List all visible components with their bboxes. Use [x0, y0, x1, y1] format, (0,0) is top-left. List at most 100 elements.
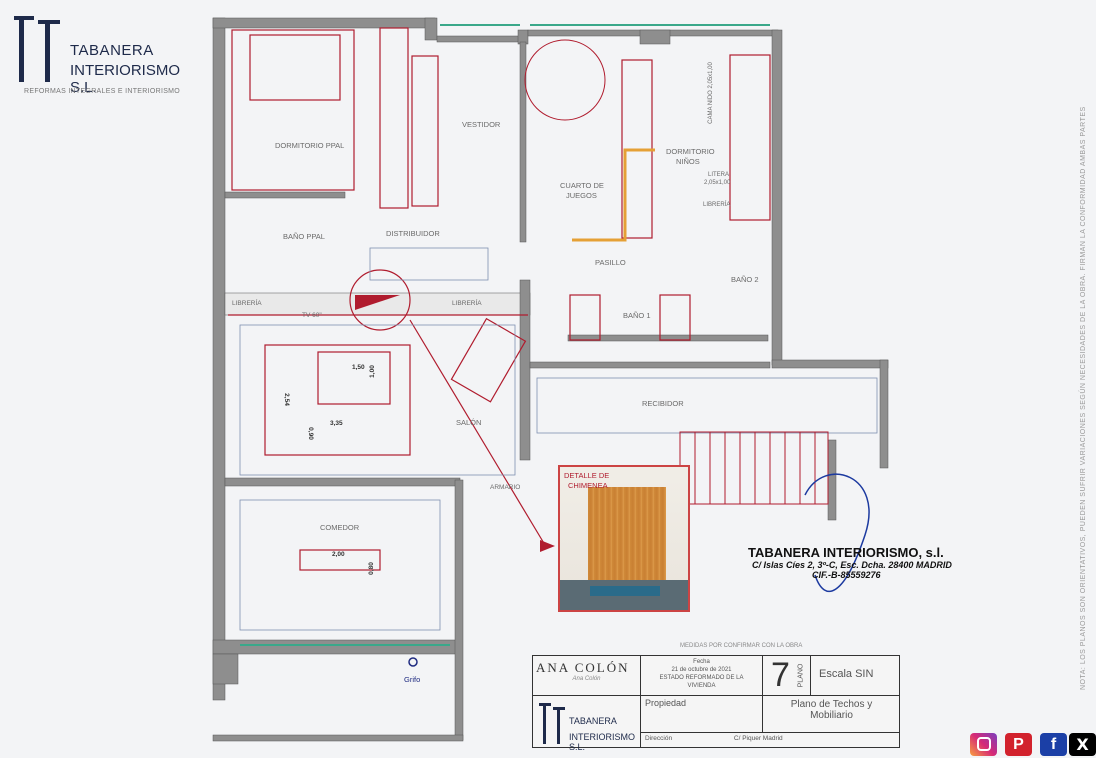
wall — [436, 35, 523, 43]
facebook-icon[interactable]: f — [1040, 733, 1067, 756]
plan-title-line2: Mobiliario — [810, 710, 853, 721]
stamp-address: C/ Islas Cíes 2, 3º-C, Esc. Dcha. 28400 … — [752, 560, 952, 570]
wood-panel — [588, 487, 666, 597]
wall — [454, 479, 464, 741]
title-block: ANA COLÓN Ana Colón Fecha 21 de octubre … — [532, 655, 900, 752]
dim-sofa-width: 3,35 — [330, 420, 343, 427]
libreria-right-label: LIBRERÍA — [452, 300, 482, 307]
propiedad-label: Propiedad — [641, 696, 763, 733]
dim-sofa-depth: 0,90 — [306, 427, 314, 440]
room-cuarto-juegos-2: JUEGOS — [566, 191, 597, 200]
wall — [519, 279, 531, 461]
company-logo: TABANERA INTERIORISMO S.L. REFORMAS INTE… — [8, 6, 188, 96]
room-bano-1: BAÑO 1 — [623, 311, 651, 320]
instagram-icon[interactable] — [970, 733, 997, 756]
wardrobe — [379, 27, 409, 209]
detalle-label-2: CHIMENEA — [568, 481, 608, 490]
grifo-label: Grifo — [404, 675, 421, 684]
wall — [212, 734, 464, 742]
title-block-logo-2: INTERIORISMO S.L. — [569, 732, 636, 752]
dim-table-width: 1,50 — [352, 364, 365, 371]
wall — [224, 191, 346, 199]
dim-table-height: 1,00 — [368, 365, 376, 378]
wall — [519, 41, 527, 243]
wall — [879, 359, 889, 469]
logo-line1: TABANERA — [70, 42, 154, 59]
wall — [771, 359, 889, 369]
litera-label: LITERA — [708, 172, 730, 178]
tv-label: TV 60" — [302, 312, 322, 319]
room-bano-2: BAÑO 2 — [731, 275, 759, 284]
direccion-label: Dirección — [645, 735, 673, 742]
plano-number: 7 — [771, 656, 790, 694]
client-name: ANA COLÓN — [536, 660, 630, 675]
wardrobe — [411, 55, 439, 207]
room-dormitorio-ppal: DORMITORIO PPAL — [275, 141, 345, 150]
arrow-head — [540, 540, 555, 552]
company-stamp: TABANERA INTERIORISMO, s.l. C/ Islas Cíe… — [748, 545, 952, 580]
client-signature: Ana Colón — [572, 676, 601, 682]
direccion-value: C/ Piquer Madrid — [733, 735, 783, 742]
measure-note: MEDIDAS POR CONFIRMAR CON LA OBRA — [680, 643, 803, 649]
room-cuarto-juegos: CUARTO DE — [560, 181, 604, 190]
wall — [212, 653, 239, 685]
signature — [804, 473, 870, 593]
room-distribuidor: DISTRIBUIDOR — [386, 229, 440, 238]
bedroom-furniture — [231, 29, 355, 191]
room-pasillo: PASILLO — [595, 258, 626, 267]
coffee-table — [317, 351, 391, 405]
detalle-label: DETALLE DE — [564, 471, 610, 480]
wall — [639, 29, 671, 45]
room-dormitorio-ninos: DORMITORIO — [666, 147, 715, 156]
cama-nido-label: CAMA NIDO 2,05x1,00 — [707, 62, 714, 124]
staircase — [679, 431, 829, 505]
tap-icon — [408, 657, 418, 667]
wall — [212, 17, 436, 29]
stamp-cif: CIF.-B-85559276 — [812, 570, 881, 580]
side-note: NOTA: LOS PLANOS SON ORIENTATIVOS, PUEDE… — [1080, 106, 1087, 690]
wall — [424, 17, 438, 41]
dim-dining-width: 2,00 — [332, 551, 345, 558]
sofa — [264, 344, 411, 456]
room-recibidor: RECIBIDOR — [642, 399, 684, 408]
x-icon[interactable]: X — [1069, 733, 1096, 756]
room-comedor: COMEDOR — [320, 523, 360, 532]
pinterest-icon[interactable]: P — [1005, 733, 1032, 756]
fireplace — [355, 295, 400, 310]
detail-arrow — [409, 319, 546, 546]
orange-wall — [572, 148, 655, 242]
libreria-ninos-label: LIBRERÍA — [703, 202, 731, 208]
room-vestidor: VESTIDOR — [462, 120, 501, 129]
libreria-left-label: LIBRERÍA — [232, 300, 262, 307]
dim-dining-height: 0,80 — [367, 562, 375, 575]
logo-tagline: REFORMAS INTEGRALES E INTERIORISMO — [24, 88, 181, 95]
plano-label: PLANO — [797, 663, 805, 688]
dim-sofa-length: 2,54 — [282, 393, 290, 406]
room-bano-ppal: BAÑO PPAL — [283, 232, 325, 241]
armchair — [450, 317, 527, 403]
fecha-label: Fecha — [693, 659, 710, 665]
litera-size: 2,05x1,00 — [704, 180, 731, 186]
dining-table — [299, 549, 381, 571]
title-block-logo-mark — [539, 703, 565, 744]
detail-highlight-circle — [349, 269, 411, 331]
room-dormitorio-ninos-2: NIÑOS — [676, 157, 700, 166]
estado-line2: VIVIENDA — [687, 683, 716, 689]
room-salon: SALÓN — [456, 418, 482, 427]
escala: Escala SIN — [811, 656, 900, 696]
wall — [529, 361, 771, 369]
title-block-logo-1: TABANERA — [569, 716, 617, 726]
wall — [224, 477, 461, 487]
stamp-name: TABANERA INTERIORISMO, s.l. — [748, 545, 944, 560]
wall — [771, 29, 783, 366]
armario-label: ARMARIO — [490, 484, 521, 491]
fecha-value: 21 de octubre de 2021 — [671, 667, 732, 673]
logo-mark — [14, 16, 60, 82]
wall — [567, 334, 769, 342]
bunk-bed — [729, 54, 771, 221]
wall — [212, 17, 226, 701]
logo-line2: INTERIORISMO S.L. — [70, 62, 181, 96]
wall — [827, 439, 837, 521]
fireplace-detail-photo: DETALLE DE CHIMENEA — [558, 465, 690, 612]
